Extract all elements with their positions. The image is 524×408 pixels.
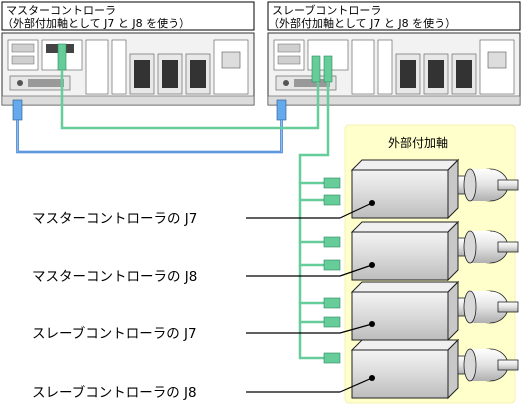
- label-slave-j8: スレーブコントローラの J8: [32, 384, 197, 401]
- motor-j8-master: [350, 220, 519, 282]
- motor-j7-master: [350, 158, 519, 220]
- master-title-box: [1, 1, 255, 31]
- motor-j7-slave: [350, 280, 519, 342]
- slave-controller: スレーブコントローラ （外部付加軸として J7 と J8 を使う）: [267, 1, 521, 106]
- slave-subtitle: （外部付加軸として J7 と J8 を使う）: [268, 16, 456, 30]
- external-axis-title: 外部付加軸: [388, 135, 448, 150]
- slave-title: スレーブコントローラ: [272, 3, 381, 17]
- link-cable: [12, 99, 287, 154]
- label-master-j7: マスターコントローラの J7: [32, 211, 197, 227]
- master-subtitle: （外部付加軸として J7 と J8 を使う）: [2, 16, 190, 30]
- master-title: マスターコントローラ: [6, 4, 116, 17]
- label-master-j8: マスターコントローラの J8: [32, 269, 197, 285]
- label-slave-j7: スレーブコントローラの J7: [32, 325, 197, 342]
- master-controller: マスターコントローラ （外部付加軸として J7 と J8 を使う）: [1, 1, 255, 106]
- cable-plugs: [323, 177, 341, 364]
- slave-title-box: [267, 1, 521, 31]
- leader-lines: [246, 202, 373, 393]
- motor-j8-slave: [350, 338, 519, 400]
